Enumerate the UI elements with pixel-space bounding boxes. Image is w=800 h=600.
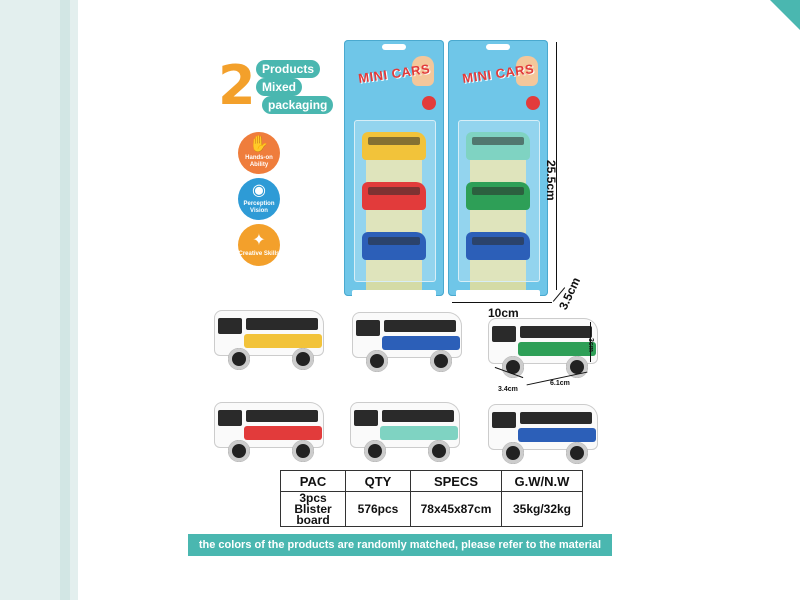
packed-car [466, 232, 530, 260]
specs-table: PAC QTY SPECS G.W/N.W 3pcs Blister board… [280, 470, 583, 527]
headline-number: 2 [218, 54, 256, 117]
blister-pack-1: MINI CARS [344, 40, 444, 296]
header-pac: PAC [280, 470, 346, 492]
windshield [354, 410, 378, 426]
header-weight: G.W/N.W [501, 470, 583, 492]
pack-height-label: 25.5cm [544, 160, 558, 201]
header-qty: QTY [345, 470, 411, 492]
wheel-icon [228, 440, 250, 462]
width-dimension-line [452, 302, 552, 303]
side-windows [382, 410, 454, 422]
packed-car [362, 232, 426, 260]
road-graphic [470, 140, 526, 290]
kid-illustration [516, 56, 538, 86]
side-windows [246, 318, 318, 330]
kid-illustration [412, 56, 434, 86]
specs-value-row: 3pcs Blister board 576pcs 78x45x87cm 35k… [280, 491, 583, 527]
side-windows [520, 412, 592, 424]
feature-hands-on: ✋ Hands-on Ability [238, 132, 280, 174]
feature-label: Creative Skills [238, 250, 280, 257]
packed-car [466, 132, 530, 160]
value-specs: 78x45x87cm [410, 491, 502, 527]
wheel-icon [366, 350, 388, 372]
windshield [492, 412, 516, 428]
vehicle-stripe [518, 342, 596, 356]
vehicle-blue-van [352, 312, 462, 374]
pack-footer-panel [456, 290, 540, 296]
windshield [218, 318, 242, 334]
wheel-icon [566, 442, 588, 464]
feature-label: Perception Vision [243, 201, 275, 214]
pack-footer-panel [352, 290, 436, 296]
vehicle-stripe [518, 428, 596, 442]
windshield [492, 326, 516, 342]
side-windows [246, 410, 318, 422]
vehicle-blue-suv [488, 404, 598, 466]
wheel-icon [292, 440, 314, 462]
feature-label: Hands-on Ability [245, 155, 273, 168]
vehicle-stripe [380, 426, 458, 440]
lightbulb-icon: ✦ [252, 231, 266, 249]
windshield [356, 320, 380, 336]
wheel-icon [364, 440, 386, 462]
headline-line1: Products [256, 60, 321, 78]
footer-note: the colors of the products are randomly … [188, 534, 612, 573]
vehicle-stripe [244, 334, 322, 348]
vehicle-stripe [382, 336, 460, 350]
car-width-label: 6.1cm [550, 380, 570, 387]
header-specs: SPECS [410, 470, 502, 492]
headline-line2: Mixed [256, 78, 303, 96]
wheel-icon [502, 442, 524, 464]
wheel-icon [292, 348, 314, 370]
hang-hole [486, 44, 510, 50]
wheel-icon [430, 350, 452, 372]
new-badge-icon [422, 96, 436, 110]
left-mint-stripe [60, 0, 70, 600]
eye-icon: ◉ [252, 182, 266, 199]
new-badge-icon [526, 96, 540, 110]
value-qty: 576pcs [345, 491, 411, 527]
windshield [218, 410, 242, 426]
vehicle-stripe [244, 426, 322, 440]
packed-car [362, 132, 426, 160]
side-windows [520, 326, 592, 338]
vehicle-green-truck [488, 318, 598, 380]
feature-creative: ✦ Creative Skills [238, 224, 280, 266]
car-height-line [590, 322, 591, 362]
packed-car [362, 182, 426, 210]
wheel-icon [428, 440, 450, 462]
headline-badge: 2 Products Mixed packaging [218, 54, 334, 117]
value-weight: 35kg/32kg [501, 491, 583, 527]
headline-line3: packaging [262, 96, 334, 114]
specs-header-row: PAC QTY SPECS G.W/N.W [280, 470, 583, 492]
road-graphic [366, 140, 422, 290]
corner-accent [770, 0, 800, 30]
wheel-icon [228, 348, 250, 370]
feature-perception: ◉ Perception Vision [238, 178, 280, 220]
vehicle-yellow-bus [214, 310, 324, 372]
blister-pack-2: MINI CARS [448, 40, 548, 296]
vehicle-mint-bus [350, 402, 460, 464]
height-dimension-line [556, 42, 557, 290]
car-height-label: 3cm [587, 338, 594, 353]
hang-hole [382, 44, 406, 50]
car-depth-label: 3.4cm [498, 386, 518, 393]
value-pac: 3pcs Blister board [280, 491, 346, 527]
hand-icon: ✋ [249, 136, 269, 153]
packed-car [466, 182, 530, 210]
vehicle-red-van [214, 402, 324, 464]
side-windows [384, 320, 456, 332]
pack-width-label: 10cm [488, 306, 519, 320]
